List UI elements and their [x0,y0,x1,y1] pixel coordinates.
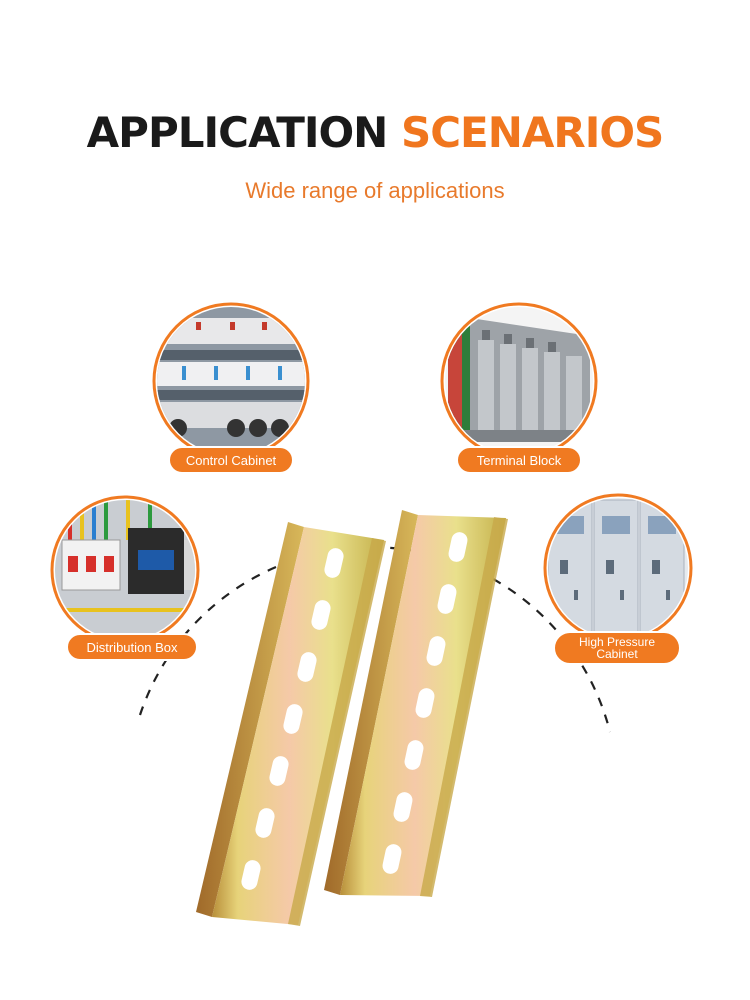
dashed-arc [138,546,612,733]
label-distribution-box: Distribution Box [66,633,198,661]
title-main: APPLICATION [86,108,389,157]
control-cabinet-photo [152,302,310,460]
label-terminal-block: Terminal Block [456,446,582,474]
rail-slots [241,532,468,890]
distribution-box-photo [50,495,200,645]
terminal-block-photo [440,302,598,460]
label-control-cabinet: Control Cabinet [168,446,294,474]
page-subtitle: Wide range of applications [245,178,505,203]
high-pressure-cabinet-photo [543,493,693,643]
title-accent: SCENARIOS [400,108,664,157]
label-high-pressure-cabinet: High Pressure Cabinet [553,631,681,665]
page-title: APPLICATION SCENARIOS [0,108,750,157]
